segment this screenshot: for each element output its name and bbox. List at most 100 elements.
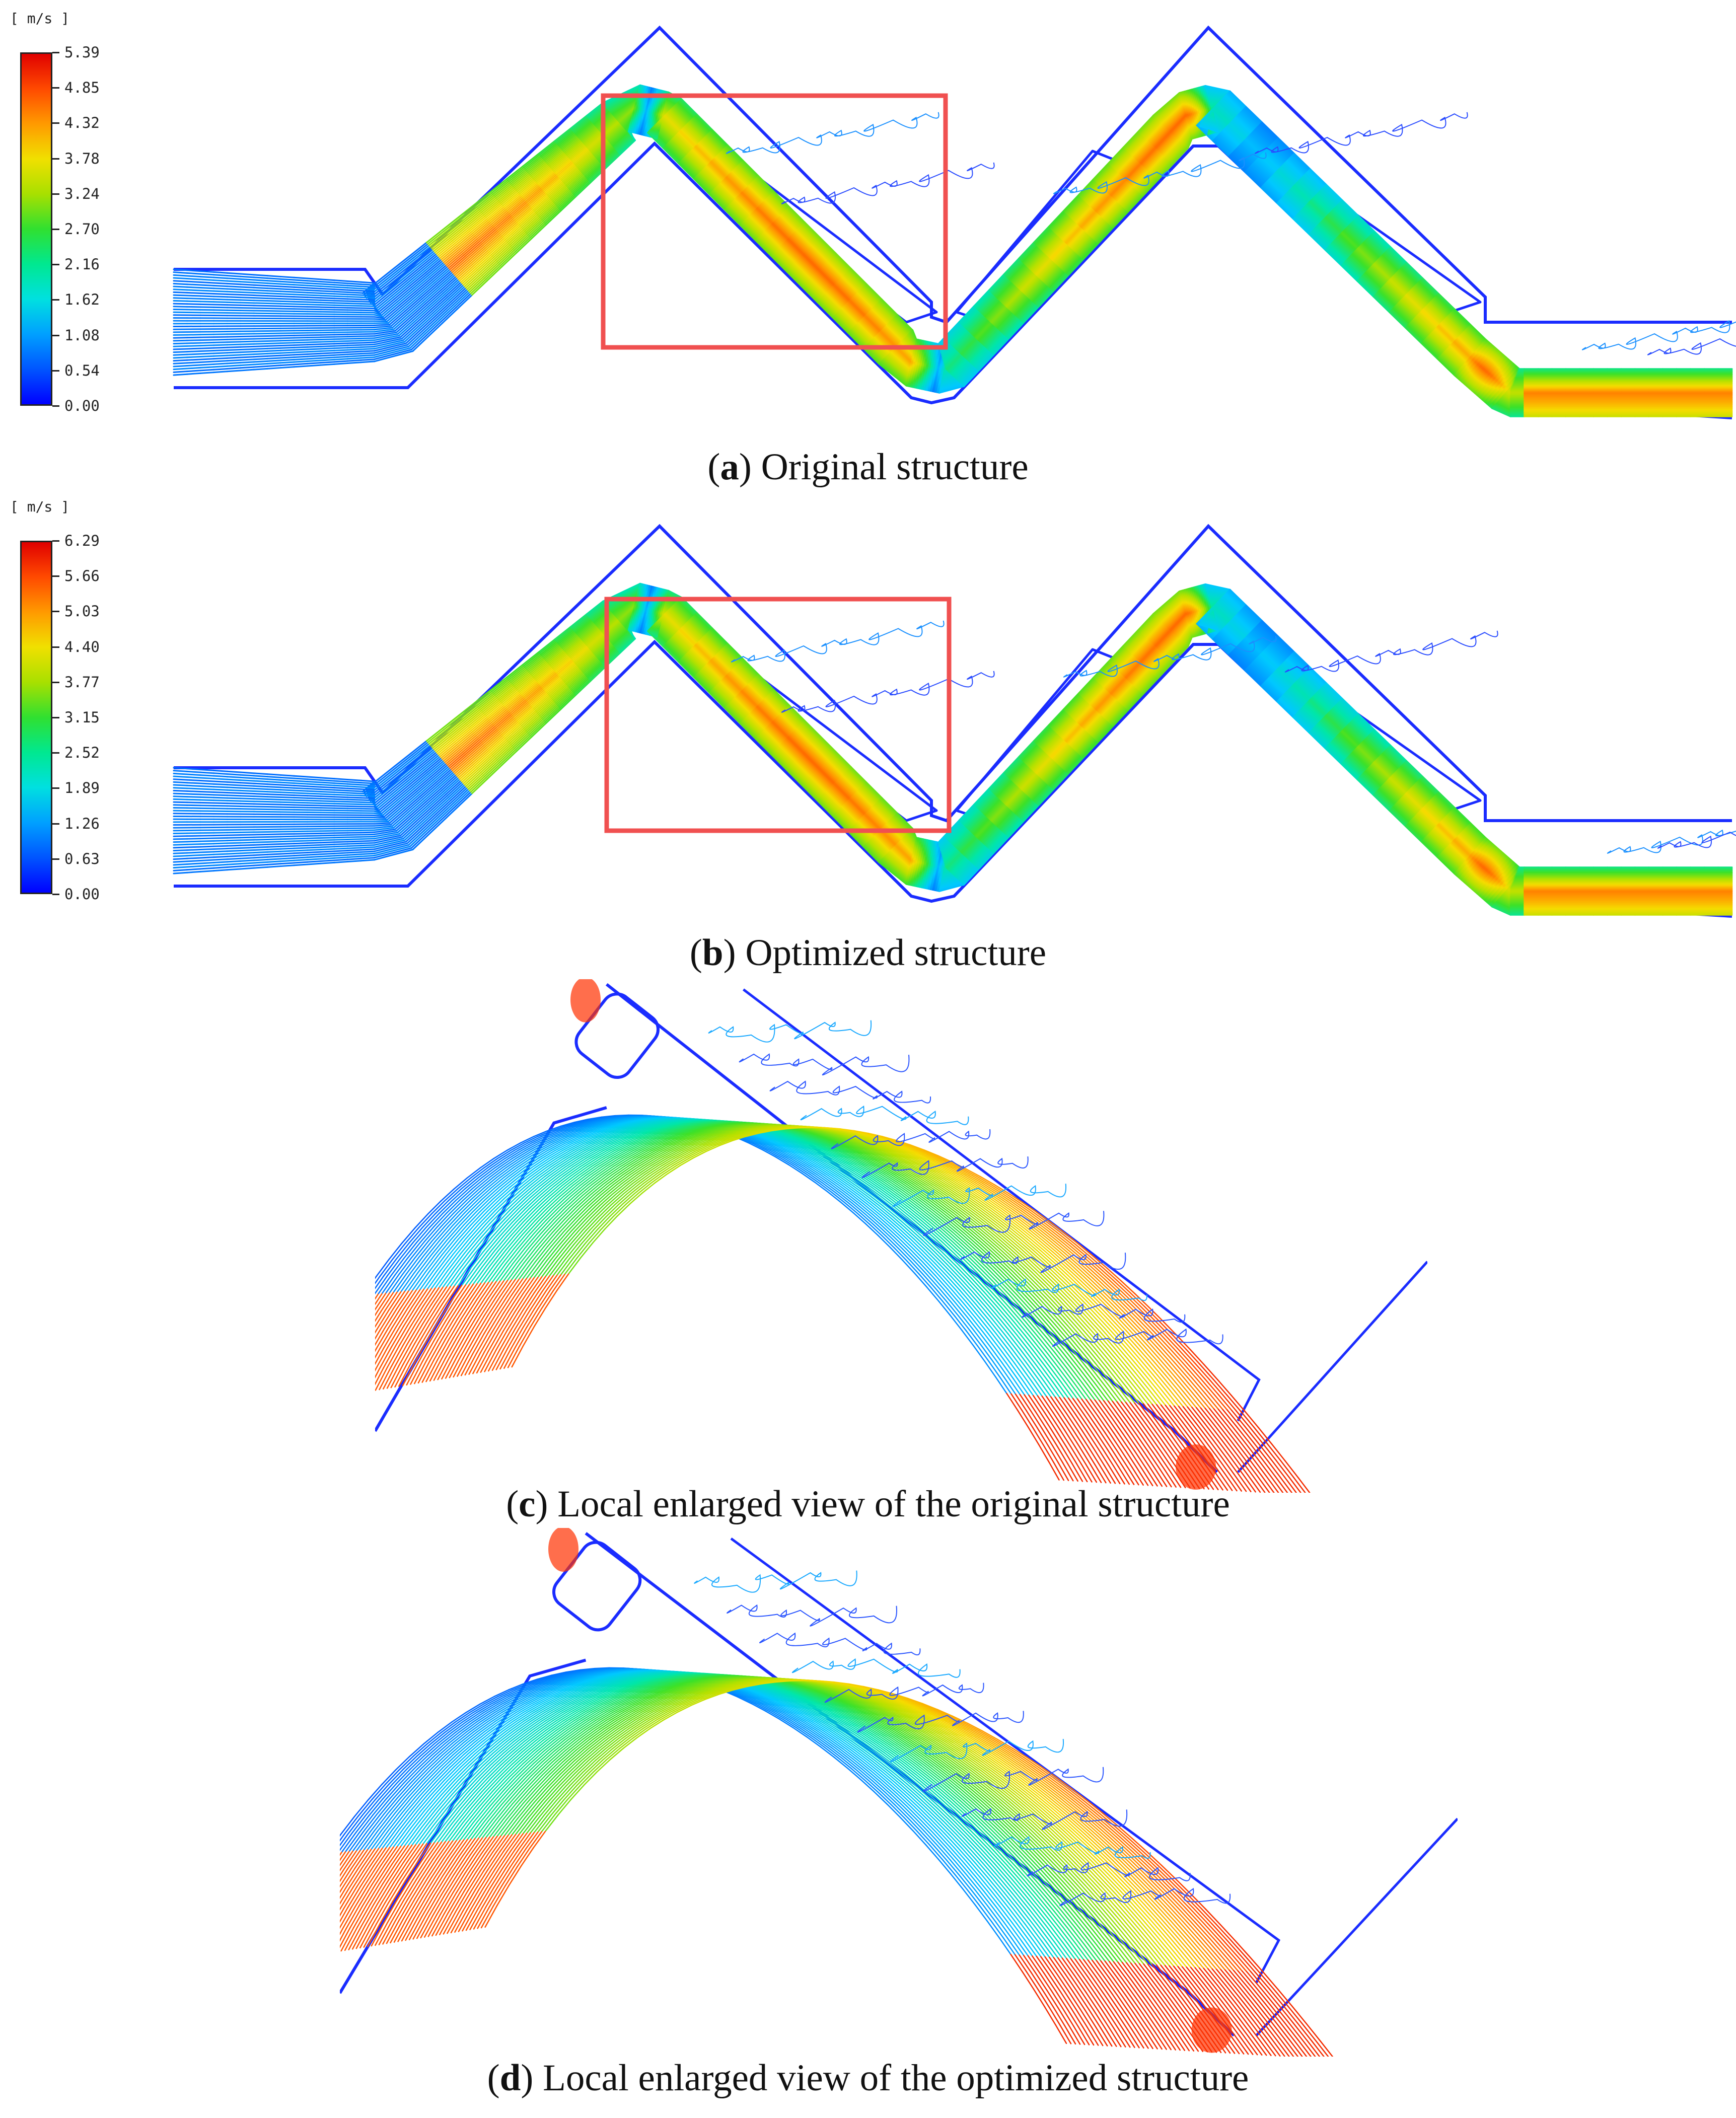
streamline-segment (1040, 233, 1057, 251)
streamline-segment (995, 280, 1012, 298)
streamline-segment (1110, 179, 1127, 197)
streamline-segment (448, 284, 465, 300)
streamline-segment (786, 239, 804, 256)
streamline-segment (1279, 167, 1297, 185)
streamline-segment (1285, 161, 1303, 178)
streamline-segment (466, 212, 484, 228)
streamline-segment (980, 296, 996, 313)
streamline-segment (1162, 137, 1179, 155)
streamline-segment (373, 318, 387, 321)
streamline-segment (1033, 256, 1050, 273)
streamline-segment (981, 327, 998, 345)
streamline-segment (533, 166, 551, 181)
streamline-segment (526, 188, 543, 203)
streamline-segment (760, 203, 778, 221)
streamline-segment (597, 114, 614, 129)
streamline-segment (226, 280, 242, 283)
streamline-segment (384, 274, 402, 289)
streamline-segment (199, 341, 215, 344)
streamline-segment (1208, 100, 1220, 103)
streamline-segment (1041, 234, 1058, 251)
streamline-segment (390, 312, 407, 327)
streamline-segment (1053, 215, 1070, 233)
streamline-segment (965, 311, 982, 329)
streamline-segment (1228, 123, 1246, 141)
streamline-segment (213, 271, 228, 274)
streamline-segment (528, 190, 545, 206)
streamline-segment (1454, 308, 1472, 326)
streamline-segment (752, 211, 769, 229)
streamline-segment (1351, 221, 1369, 239)
streamline-segment (755, 178, 772, 195)
streamline-segment (373, 325, 392, 329)
streamline-segment (548, 151, 565, 166)
streamline-segment (1399, 268, 1417, 285)
streamline-segment (1027, 279, 1043, 298)
streamline-segment (1148, 124, 1165, 142)
streamline-segment (1256, 159, 1274, 177)
streamline-segment (507, 167, 525, 181)
streamline-segment (955, 332, 972, 350)
streamline-segment (558, 132, 575, 147)
streamline-segment (1054, 216, 1071, 234)
streamline-segment (1171, 117, 1187, 134)
streamline-segment (1333, 207, 1351, 225)
streamline-segment (877, 303, 894, 320)
streamline-segment (1097, 166, 1113, 183)
streamline-segment (1253, 129, 1271, 147)
streamline-segment (618, 108, 635, 123)
streamline-segment (1387, 281, 1405, 299)
streamline-segment (524, 155, 542, 170)
streamline-segment (1036, 258, 1053, 276)
streamline-segment (346, 287, 362, 289)
streamline-segment (1224, 127, 1243, 144)
streamline-segment (1339, 233, 1357, 251)
streamline-segment (199, 278, 215, 281)
streamline-segment (333, 342, 348, 345)
streamline (173, 84, 1733, 374)
streamline-segment (293, 348, 309, 351)
streamline-segment (470, 218, 488, 233)
streamline-segment (173, 271, 188, 274)
streamline-segment (1139, 146, 1156, 164)
streamline-segment (418, 251, 436, 266)
streamline-segment (527, 159, 545, 173)
streamline-segment (846, 271, 864, 288)
legend-tick-mark (52, 87, 59, 89)
streamline-segment (1395, 272, 1413, 290)
streamline-segment (1000, 285, 1017, 303)
streamline-segment (473, 251, 490, 267)
streamline-segment (779, 246, 797, 263)
streamline-segment (579, 125, 597, 140)
streamline-segment (687, 122, 704, 140)
streamline-segment (1009, 264, 1027, 281)
streamline-segment (1237, 146, 1255, 164)
streamline-segment (562, 167, 579, 182)
streamline-segment (512, 173, 530, 187)
streamline-segment (764, 199, 781, 217)
streamline-segment (1362, 242, 1380, 260)
streamline-segment (789, 236, 807, 253)
streamline-segment (674, 104, 691, 122)
streamline-segment (1146, 152, 1163, 170)
streamline-segment (1057, 249, 1074, 266)
streamline-segment (858, 290, 876, 308)
streamline-segment (1428, 302, 1446, 320)
streamline-segment (988, 303, 1005, 321)
streamline-segment (173, 282, 188, 285)
streamline-segment (1205, 87, 1229, 94)
streamline-segment (1207, 94, 1224, 99)
streamline-segment (496, 216, 514, 232)
streamline-segment (993, 278, 1010, 297)
streamline-segment (422, 286, 440, 302)
streamline-segment (866, 313, 884, 330)
streamline-segment (776, 249, 794, 266)
streamline-segment (1356, 215, 1375, 233)
streamline-segment (885, 326, 902, 343)
streamline-segment (403, 295, 420, 311)
streamline-segment (1469, 325, 1486, 341)
streamline-segment (1034, 227, 1051, 244)
streamline-segment (1411, 320, 1429, 338)
streamline-segment (1241, 110, 1259, 128)
streamline-segment (878, 301, 896, 319)
